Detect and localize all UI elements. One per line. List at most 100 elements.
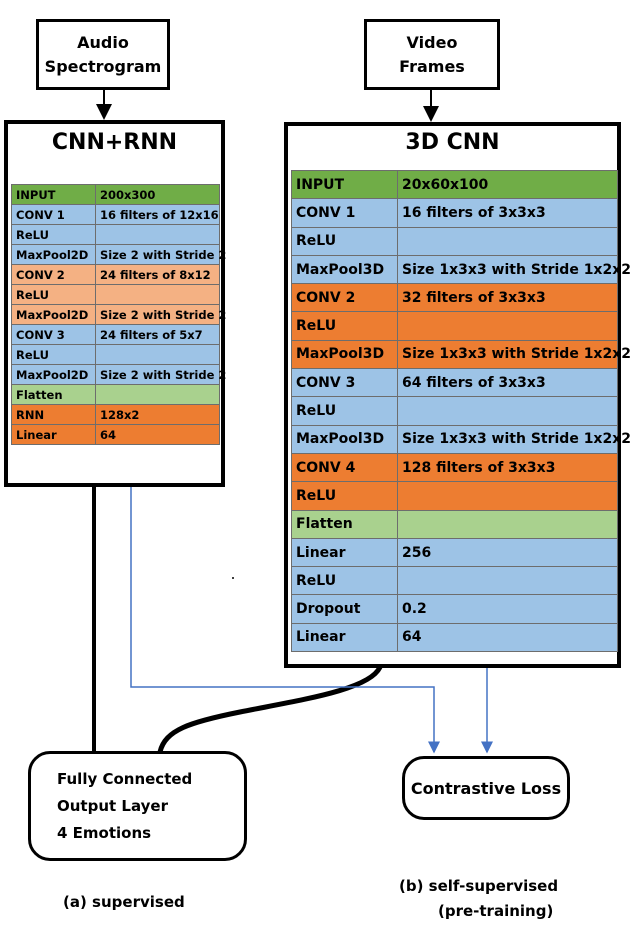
3d-cnn-layer-row: ReLU bbox=[291, 396, 618, 426]
layer-detail bbox=[95, 344, 220, 365]
cnn-rnn-layer-row: ReLU bbox=[11, 344, 220, 365]
caption-supervised: (a) supervised bbox=[63, 893, 185, 911]
caption-pre-training: (pre-training) bbox=[438, 902, 554, 920]
layer-detail: Size 1x3x3 with Stride 1x2x2 bbox=[397, 339, 631, 370]
video-label-line1: Video bbox=[406, 32, 458, 52]
layer-name: CONV 4 bbox=[291, 452, 398, 483]
layer-detail: 128 filters of 3x3x3 bbox=[397, 452, 618, 483]
layer-detail bbox=[95, 224, 220, 245]
layer-name: Flatten bbox=[11, 384, 96, 405]
layer-detail: 64 bbox=[397, 622, 618, 653]
layer-name: Linear bbox=[291, 622, 398, 653]
stray-dot bbox=[232, 577, 234, 579]
audio-spectrogram-box: Audio Spectrogram bbox=[36, 19, 170, 90]
layer-detail: 64 bbox=[95, 424, 220, 445]
layer-name: CONV 3 bbox=[11, 324, 96, 345]
fc-line1: Fully Connected bbox=[57, 770, 193, 788]
layer-detail: 200x300 bbox=[95, 184, 220, 205]
layer-detail bbox=[397, 509, 618, 539]
fully-connected-output-box: Fully Connected Output Layer 4 Emotions bbox=[28, 751, 247, 861]
layer-name: INPUT bbox=[11, 184, 96, 205]
layer-name: ReLU bbox=[291, 396, 398, 426]
layer-name: RNN bbox=[11, 404, 96, 425]
layer-detail bbox=[95, 284, 220, 305]
layer-name: Linear bbox=[291, 537, 398, 568]
layer-detail: Size 2 with Stride 2 bbox=[95, 304, 226, 325]
3d-cnn-layer-row: Flatten bbox=[291, 509, 618, 539]
layer-name: CONV 1 bbox=[11, 204, 96, 225]
3d-cnn-layer-row: ReLU bbox=[291, 566, 618, 596]
layer-detail: 0.2 bbox=[397, 594, 618, 624]
layer-detail bbox=[397, 226, 618, 256]
layer-detail: Size 1x3x3 with Stride 1x2x2 bbox=[397, 254, 631, 285]
contrastive-loss-label: Contrastive Loss bbox=[410, 778, 562, 798]
cnn-rnn-layer-row: Flatten bbox=[11, 384, 220, 405]
layer-name: ReLU bbox=[291, 226, 398, 256]
layer-name: ReLU bbox=[291, 481, 398, 511]
layer-name: Linear bbox=[11, 424, 96, 445]
fc-line3: 4 Emotions bbox=[57, 824, 152, 842]
layer-detail: 24 filters of 8x12 bbox=[95, 264, 220, 285]
layer-detail bbox=[397, 396, 618, 426]
layer-name: ReLU bbox=[11, 284, 96, 305]
layer-detail: 16 filters of 12x16 bbox=[95, 204, 220, 225]
layer-detail bbox=[397, 311, 618, 341]
layer-detail: 128x2 bbox=[95, 404, 220, 425]
layer-detail bbox=[397, 566, 618, 596]
layer-detail: 24 filters of 5x7 bbox=[95, 324, 220, 345]
layer-name: MaxPool3D bbox=[291, 424, 398, 454]
layer-name: INPUT bbox=[291, 169, 398, 200]
layer-name: ReLU bbox=[11, 344, 96, 365]
layer-name: CONV 3 bbox=[291, 368, 398, 398]
layer-detail: Size 2 with Stride 2 bbox=[95, 244, 226, 265]
layer-name: CONV 2 bbox=[11, 264, 96, 285]
layer-detail: 20x60x100 bbox=[397, 169, 618, 200]
layer-name: Dropout bbox=[291, 594, 398, 624]
layer-detail: 32 filters of 3x3x3 bbox=[397, 283, 618, 313]
layer-name: MaxPool3D bbox=[291, 339, 398, 370]
layer-name: Flatten bbox=[291, 509, 398, 539]
layer-detail: 64 filters of 3x3x3 bbox=[397, 368, 618, 398]
layer-name: CONV 2 bbox=[291, 283, 398, 313]
layer-name: ReLU bbox=[291, 311, 398, 341]
layer-name: ReLU bbox=[291, 566, 398, 596]
layer-detail bbox=[397, 481, 618, 511]
audio-label-line2: Spectrogram bbox=[44, 56, 162, 76]
3d-cnn-layer-row: ReLU bbox=[291, 311, 618, 341]
fc-line2: Output Layer bbox=[57, 797, 168, 815]
cnn-rnn-title: CNN+RNN bbox=[51, 130, 178, 155]
layer-detail: 16 filters of 3x3x3 bbox=[397, 198, 618, 228]
cnn-rnn-layer-row: ReLU bbox=[11, 224, 220, 245]
video-to-fc-line bbox=[157, 665, 383, 753]
layer-detail: 256 bbox=[397, 537, 618, 568]
layer-name: MaxPool2D bbox=[11, 304, 96, 325]
video-frames-box: Video Frames bbox=[364, 19, 500, 90]
layer-detail: Size 2 with Stride 2 bbox=[95, 364, 226, 385]
layer-name: ReLU bbox=[11, 224, 96, 245]
audio-label-line1: Audio bbox=[77, 32, 129, 52]
3d-cnn-layer-row: ReLU bbox=[291, 481, 618, 511]
layer-name: MaxPool2D bbox=[11, 364, 96, 385]
